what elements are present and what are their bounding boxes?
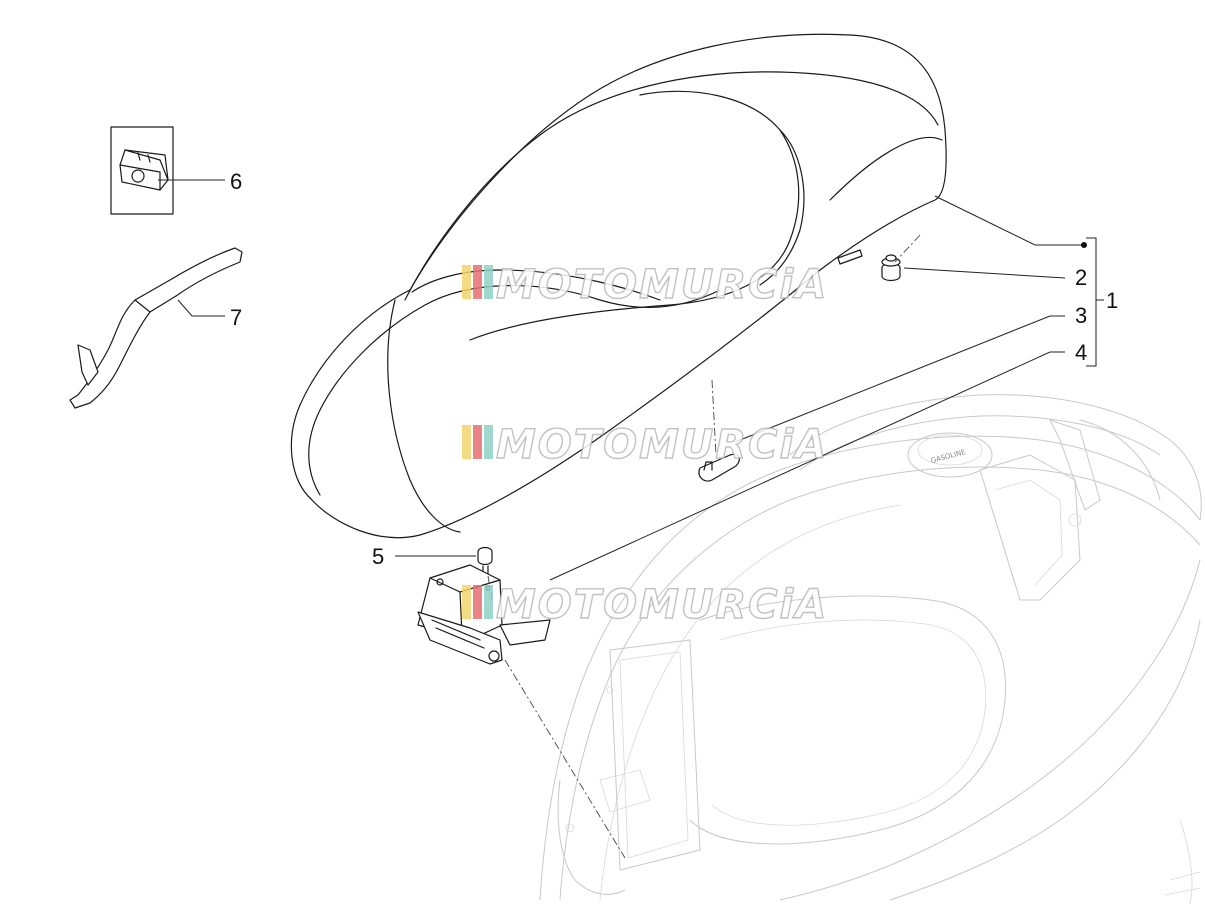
- seat-lock-part-4: [417, 564, 551, 665]
- watermark-stripe: [484, 585, 493, 619]
- watermark-stripe: [462, 265, 471, 299]
- watermark-stripe: [462, 585, 471, 619]
- callout-7: 7: [230, 305, 242, 330]
- watermark-logo: MOTOMURCiA: [496, 262, 828, 308]
- clip-part-3: [698, 453, 740, 482]
- callout-3: 3: [1075, 303, 1087, 328]
- callout-6: 6: [230, 169, 242, 194]
- watermark-logo: MOTOMURCiA: [496, 422, 828, 468]
- watermark-bottom: MOTOMURCiA: [462, 581, 828, 629]
- clip-part-6: [110, 126, 174, 215]
- callout-1: 1: [1106, 288, 1118, 313]
- watermark-stripe: [462, 425, 471, 459]
- callout-2: 2: [1075, 265, 1087, 290]
- rubber-buffer-part-2: [881, 254, 901, 282]
- watermark-stripe: [484, 265, 493, 299]
- watermark-stripe: [473, 425, 482, 459]
- callout-5: 5: [372, 544, 384, 569]
- scooter-body-outline: GASOLINE: [539, 394, 1202, 904]
- callout-labels: 1 2 3 4 5 6 7: [230, 169, 1118, 569]
- callout-4: 4: [1075, 340, 1087, 365]
- spanner-part-7: [69, 247, 243, 409]
- watermark-stripe: [473, 585, 482, 619]
- watermark-top: MOTOMURCiA: [462, 261, 828, 309]
- watermark-logo: MOTOMURCiA: [496, 582, 828, 628]
- watermark-middle: MOTOMURCiA: [462, 421, 828, 469]
- alignment-lines: [487, 234, 921, 859]
- leader-lines: [158, 179, 1104, 581]
- fuel-cap-text: GASOLINE: [930, 448, 967, 465]
- saddle: [290, 33, 947, 539]
- watermark-stripe: [484, 425, 493, 459]
- watermark-stripe: [473, 265, 482, 299]
